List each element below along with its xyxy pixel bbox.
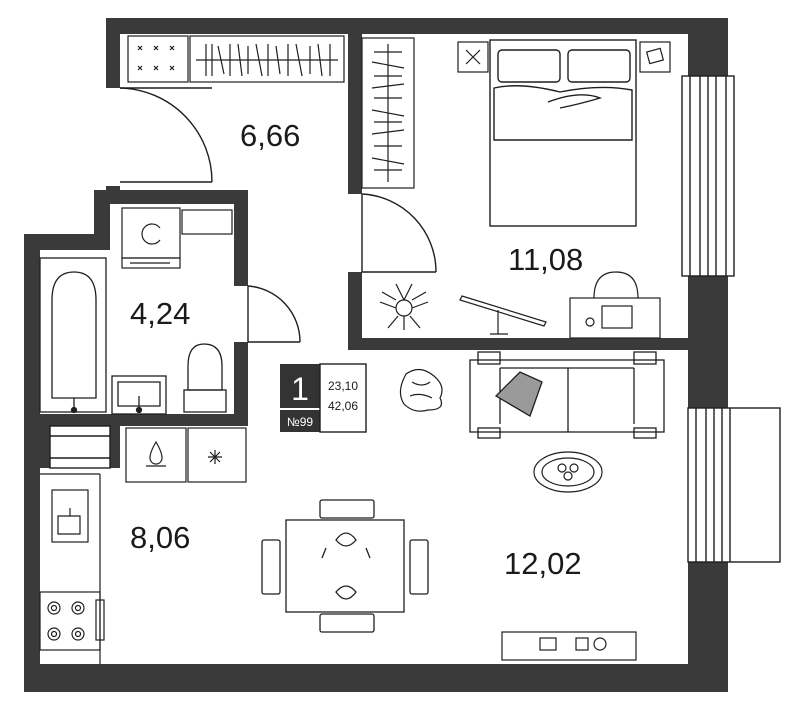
total-area-value: 42,06: [328, 399, 358, 413]
bathtub: [39, 257, 107, 414]
bedroom-wardrobe: [361, 37, 415, 189]
hallway-area-label: 6,66: [240, 118, 300, 153]
apartment-badge: 1 №99 23,10 42,06: [280, 363, 367, 433]
bedroom-plant: [379, 283, 429, 330]
kitchen-window: [49, 425, 111, 469]
washing-machine: [121, 207, 181, 269]
water-heater-cabinet: [125, 427, 187, 483]
fridge: [187, 427, 247, 483]
bedroom-window: [681, 75, 735, 277]
toilet: [183, 343, 227, 413]
tv-stand: [501, 631, 637, 661]
kitchen-area-label: 8,06: [130, 520, 190, 555]
shoe-cabinet: [127, 35, 189, 83]
kitchen-counter: [40, 473, 101, 664]
walls: [24, 18, 728, 692]
living-area-label: 12,02: [504, 546, 582, 581]
sink: [111, 375, 167, 415]
entrance-door: [119, 87, 213, 183]
rooms-count: 1: [291, 371, 309, 407]
apartment-number: №99: [287, 415, 314, 429]
living-area-value: 23,10: [328, 379, 358, 393]
living-window: [687, 407, 781, 563]
nightstand-left: [457, 41, 489, 73]
bedroom-desk-lamp: [459, 295, 547, 335]
double-bed: [489, 39, 637, 227]
nightstand-right: [639, 41, 671, 73]
coffee-table: [533, 451, 603, 493]
kitchen-sink: [51, 489, 89, 543]
bedroom-area-label: 11,08: [508, 242, 583, 277]
bedroom-door: [361, 193, 437, 273]
sofa: [469, 351, 665, 439]
stove: [39, 591, 105, 651]
hallway-wardrobe: [189, 35, 345, 83]
bath-shelf: [181, 209, 233, 235]
bathroom-area-label: 4,24: [130, 296, 190, 331]
bedroom-desk: [569, 271, 661, 339]
bathroom-door: [247, 285, 301, 343]
dining-table: [261, 499, 429, 633]
living-plant: [399, 368, 443, 412]
